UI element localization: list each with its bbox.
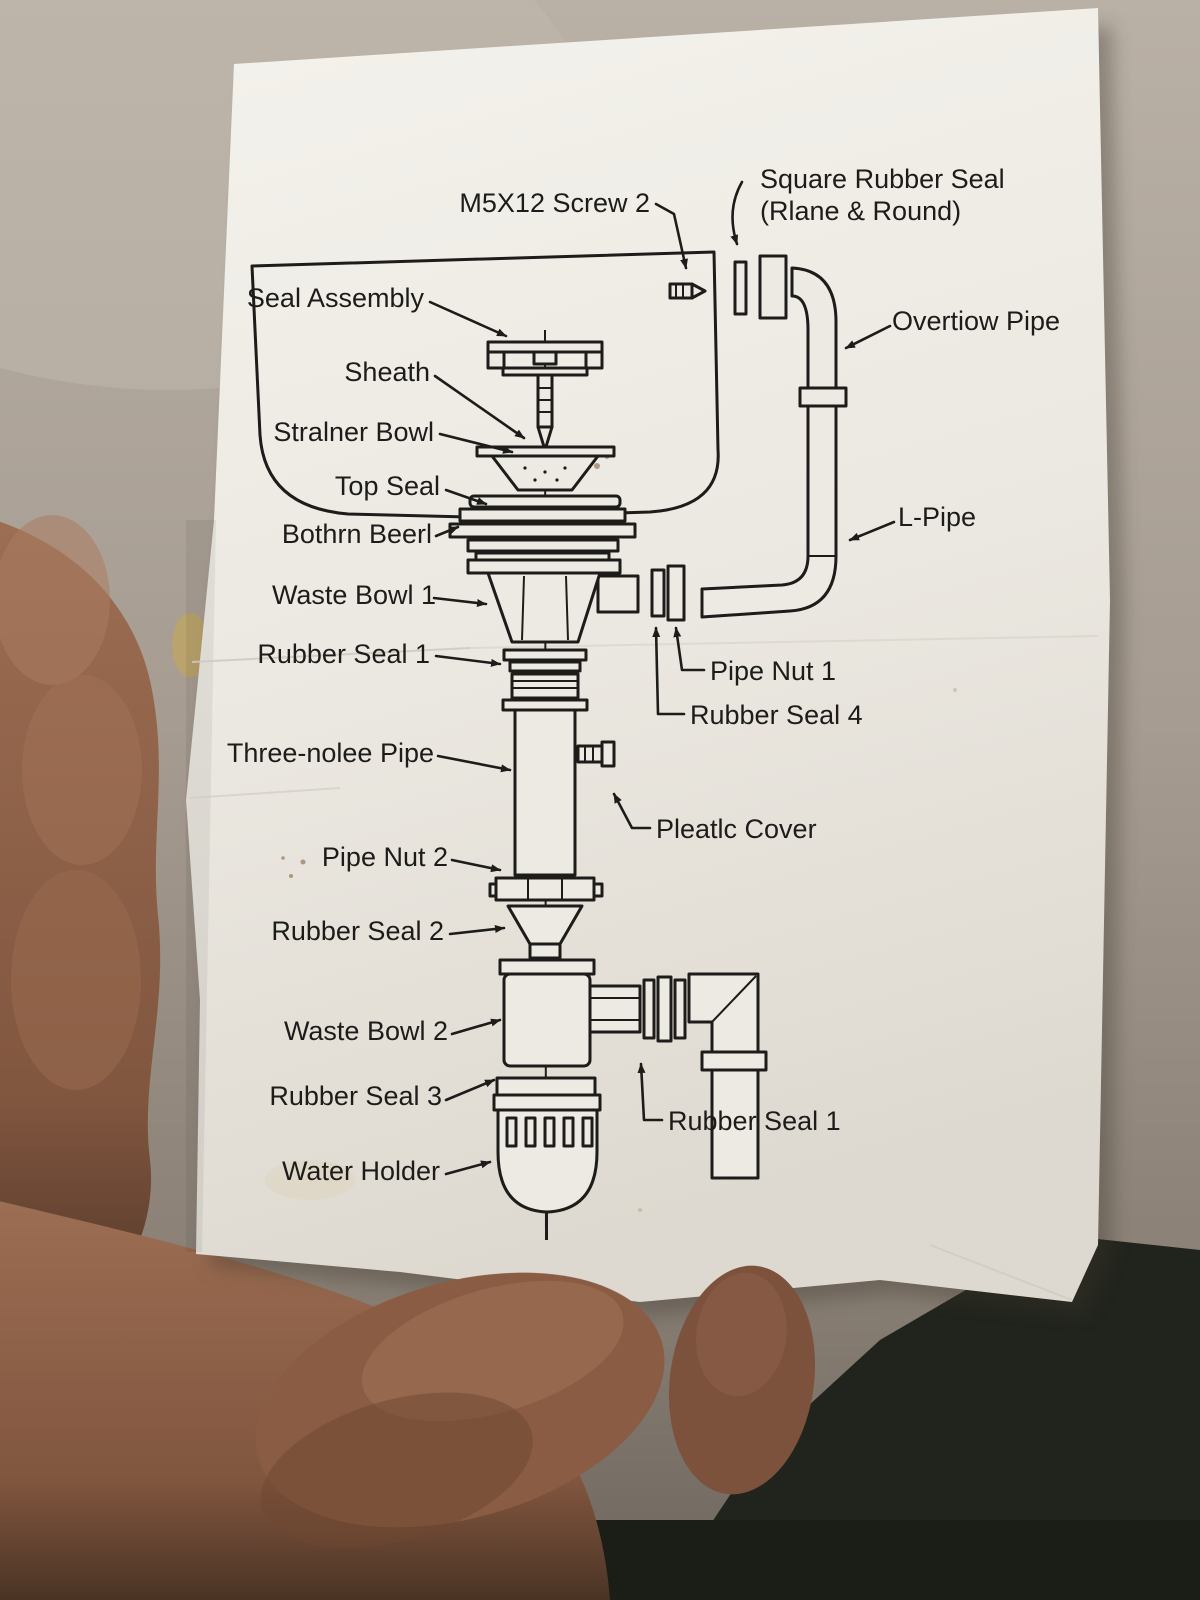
label-plastic-cover: Pleatlc Cover [656,814,817,844]
seal-assembly-part [486,340,604,370]
label-rubber-seal-4: Rubber Seal 4 [690,700,863,730]
water-holder-part [492,1093,602,1240]
waste-bowl2-part [498,958,687,1068]
thumb [255,1272,665,1548]
leader-lines [428,180,896,1176]
plastic-cover-part [600,740,616,768]
label-square-rubber-seal: Square Rubber Seal [760,164,1005,194]
label-square-rubber-seal-2: (Rlane & Round) [760,196,961,226]
top-seal-part [468,494,622,509]
strainer-bowl-part [475,445,616,492]
label-top-seal: Top Seal [335,471,440,501]
label-rubber-seal-3: Rubber Seal 3 [269,1081,442,1111]
overflow-l-pipe-part [700,266,848,619]
label-m5x12-screw: M5X12 Screw 2 [459,188,650,218]
hand-front [255,1265,816,1548]
rubber-seal2-part [506,904,584,960]
bottom-bezel-part [448,507,637,563]
label-waste-bowl-1: Waste Bowl 1 [272,580,436,610]
label-l-pipe: L-Pipe [898,502,976,532]
label-waste-bowl-2: Waste Bowl 2 [284,1016,448,1046]
rubber-seal3-part [495,1076,597,1097]
waste-bowl1-part [466,558,622,644]
label-rubber-seal-1-lower: Rubber Seal 1 [668,1106,841,1136]
labels: M5X12 Screw 2 Square Rubber Seal (Rlane … [227,164,1060,1186]
index-fingertip [668,1265,816,1495]
label-strainer-bowl: Stralner Bowl [273,417,434,447]
m5x12-screw-part [668,282,707,300]
pipe-nut2-part [488,876,604,902]
label-pipe-nut-2: Pipe Nut 2 [322,842,448,872]
sheath-part [501,366,589,452]
pipe-nut1-seal4-part [596,564,686,622]
square-rubber-seal-part [733,254,788,320]
sink-outline [250,250,720,519]
threaded-collar-part [510,672,580,700]
three-hole-pipe-part [501,698,616,877]
label-bottom-bezel: Bothrn Beerl [282,519,432,549]
label-pipe-nut-1: Pipe Nut 1 [710,656,836,686]
label-seal-assembly: Seal Assembly [247,283,425,313]
lower-elbow-pipe-part [687,972,768,1180]
label-rubber-seal-1: Rubber Seal 1 [257,639,430,669]
exploded-diagram: M5X12 Screw 2 Square Rubber Seal (Rlane … [227,164,1060,1241]
rubber-seal1-part [502,648,588,673]
label-overflow-pipe: Overtiow Pipe [892,306,1060,336]
label-three-hole-pipe: Three-nolee Pipe [227,738,434,768]
label-rubber-seal-2: Rubber Seal 2 [271,916,444,946]
label-sheath: Sheath [344,357,430,387]
label-water-holder: Water Holder [282,1156,440,1186]
